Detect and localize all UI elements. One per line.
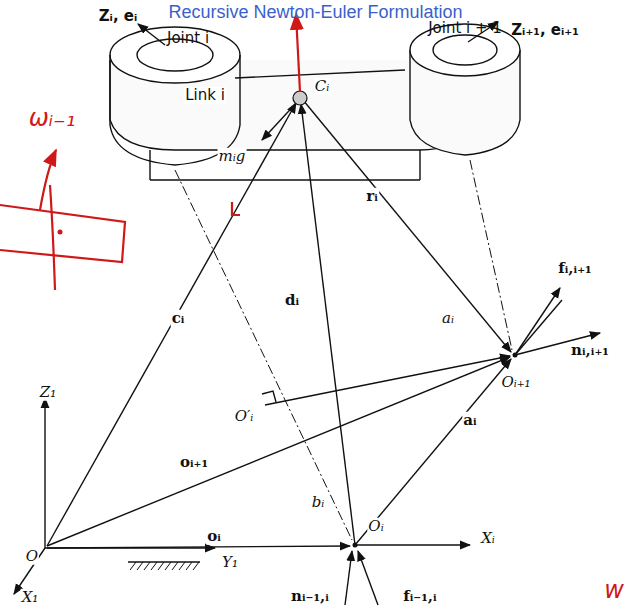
vector-label: cᵢ <box>171 310 186 327</box>
force-label: mᵢg <box>218 148 247 165</box>
length-label: aᵢ <box>441 310 455 327</box>
point-label: O <box>25 548 39 565</box>
axis-label: Xᵢ <box>480 530 496 547</box>
force-label: fᵢ,ᵢ₊₁ <box>557 260 592 277</box>
point-label: Oᵢ <box>367 518 384 535</box>
axis-label: X₁ <box>21 589 40 606</box>
point-label: O′ᵢ <box>234 408 255 425</box>
slide-title: Recursive Newton-Euler Formulation <box>168 2 462 23</box>
point-label: Cᵢ <box>314 78 331 95</box>
moment-label: nᵢ₋₁,ᵢ <box>290 588 330 605</box>
joint-label: Joint i + 1 <box>427 20 503 37</box>
annotation: w <box>603 577 625 603</box>
link-label: Link i <box>184 87 226 104</box>
annotation: ωᵢ₋₁ <box>28 105 77 131</box>
vector-label: oᵢ <box>206 528 222 545</box>
vector-label: rᵢ <box>365 188 379 205</box>
moment-label: nᵢ,ᵢ₊₁ <box>570 342 610 359</box>
vector-label: aᵢ <box>462 412 477 429</box>
force-label: fᵢ₋₁,ᵢ <box>402 588 437 605</box>
length-label: bᵢ <box>311 494 326 511</box>
axis-label: Zᵢ₊₁, eᵢ₊₁ <box>510 22 580 39</box>
vector-label: oᵢ₊₁ <box>179 454 209 471</box>
axis-label: Z₁ <box>39 384 57 401</box>
vector-label: dᵢ <box>284 292 300 309</box>
axis-label: Y₁ <box>221 554 239 571</box>
joint-label: Joint i <box>166 30 210 47</box>
point-label: Oᵢ₊₁ <box>500 374 531 391</box>
axis-label: Zᵢ, eᵢ <box>98 8 139 25</box>
